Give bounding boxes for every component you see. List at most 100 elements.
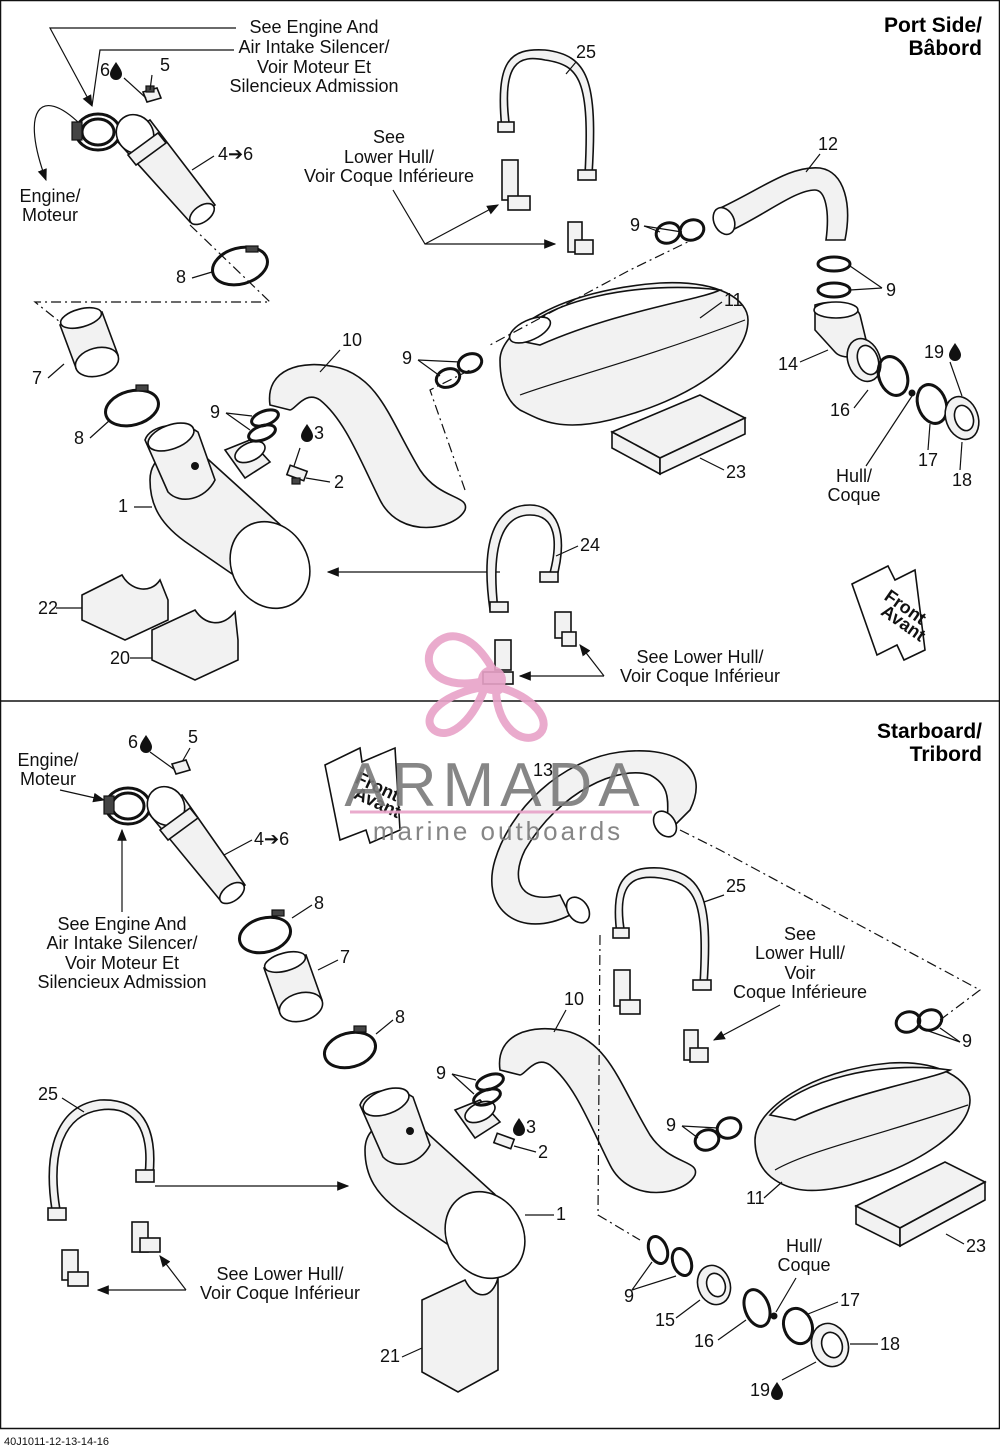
starboard-support-21: [421, 1277, 499, 1393]
port-clamp-9-d: [816, 255, 852, 299]
starboard-hose-10: [498, 1028, 697, 1194]
starboard-clamp-9-a: [472, 1072, 505, 1107]
starboard-muffler-1: [359, 1087, 526, 1280]
svg-text:Air Intake Silencer/: Air Intake Silencer/: [238, 37, 389, 57]
port-pad-23: [610, 394, 747, 476]
starboard-bracket-right-a: [613, 969, 641, 1015]
starboard-title-line1: Starboard/: [877, 720, 982, 743]
svg-text:25: 25: [38, 1084, 58, 1104]
starboard-tube-4: [146, 785, 247, 905]
svg-text:5: 5: [160, 55, 170, 75]
svg-text:25: 25: [576, 42, 596, 62]
svg-text:Coque: Coque: [827, 485, 880, 505]
starboard-see-lower-hull-bottom-callout: See Lower Hull/ Voir Coque Inférieur: [96, 1255, 360, 1303]
svg-text:11: 11: [746, 1188, 765, 1208]
svg-text:6: 6: [128, 732, 138, 752]
port-side-section: Port Side/ Bâbord See Engine And Air Int…: [19, 14, 983, 686]
svg-text:18: 18: [952, 470, 972, 490]
starboard-clamp-9-c: [693, 1116, 743, 1152]
svg-text:8: 8: [176, 267, 186, 287]
svg-text:17: 17: [918, 450, 938, 470]
svg-text:5: 5: [188, 727, 198, 747]
starboard-clamp-9-b: [894, 1008, 944, 1034]
port-fitting-5: [141, 85, 163, 103]
port-see-lower-hull-upper-callout: See Lower Hull/ Voir Coque Inférieure: [304, 127, 557, 249]
starboard-nut-18: [810, 1322, 850, 1368]
svg-text:Voir Moteur Et: Voir Moteur Et: [65, 953, 179, 973]
svg-text:23: 23: [726, 462, 746, 482]
svg-text:Voir Coque Inférieur: Voir Coque Inférieur: [200, 1283, 360, 1303]
svg-text:9: 9: [666, 1115, 676, 1135]
port-title-line1: Port Side/: [884, 14, 982, 37]
svg-text:3: 3: [314, 423, 324, 443]
propeller-logo-icon: [424, 632, 548, 742]
port-clamp-top: [71, 112, 122, 152]
starboard-engine-callout: Engine/ Moteur: [17, 750, 106, 803]
document-code: 40J1011-12-13-14-16: [4, 1436, 109, 1448]
port-bracket-upper-a: [501, 159, 531, 211]
hull-point-icon: [770, 1312, 778, 1320]
svg-text:Voir Coque Inférieure: Voir Coque Inférieure: [304, 166, 474, 186]
svg-text:ARMADA: ARMADA: [344, 751, 645, 820]
starboard-strap-25-right: [612, 867, 712, 991]
svg-text:22: 22: [38, 598, 58, 618]
port-muffler-1: [144, 422, 311, 610]
svg-text:9: 9: [962, 1031, 972, 1051]
svg-text:10: 10: [564, 989, 584, 1009]
svg-text:Moteur: Moteur: [22, 205, 78, 225]
svg-text:12: 12: [818, 134, 838, 154]
port-bracket-lower-b: [554, 611, 577, 647]
svg-text:See Lower Hull/: See Lower Hull/: [216, 1264, 343, 1284]
svg-text:Moteur: Moteur: [20, 769, 76, 789]
starboard-sleeve-7: [262, 950, 324, 1023]
svg-text:8: 8: [395, 1007, 405, 1027]
starboard-bracket-left-a: [131, 1221, 161, 1253]
port-clamp-9-b: [434, 352, 484, 389]
svg-text:1: 1: [118, 496, 128, 516]
svg-text:18: 18: [880, 1334, 900, 1354]
svg-text:Coque Inférieure: Coque Inférieure: [733, 982, 867, 1002]
port-hull-callout: Hull/ Coque: [827, 395, 913, 505]
svg-text:Engine/: Engine/: [17, 750, 78, 770]
starboard-fitting-15: [696, 1264, 732, 1306]
svg-text:8: 8: [314, 893, 324, 913]
svg-text:2: 2: [334, 472, 344, 492]
svg-text:23: 23: [966, 1236, 986, 1256]
part-13-label: 13: [533, 760, 553, 780]
hull-point-icon: [908, 389, 916, 397]
port-gasket-17: [915, 383, 949, 425]
port-hose-10: [268, 363, 467, 529]
starboard-pad-23: [854, 1161, 987, 1248]
port-tube-4: [115, 113, 217, 226]
svg-text:10: 10: [342, 330, 362, 350]
svg-text:19: 19: [750, 1380, 770, 1400]
port-clamp-9-a: [247, 408, 280, 443]
svg-text:7: 7: [340, 947, 350, 967]
svg-text:16: 16: [694, 1331, 714, 1351]
starboard-bracket-left-b: [61, 1249, 89, 1287]
svg-text:Voir Moteur Et: Voir Moteur Et: [257, 57, 371, 77]
starboard-see-engine-callout: See Engine And Air Intake Silencer/ Voir…: [37, 828, 207, 992]
svg-text:11: 11: [724, 290, 743, 310]
svg-text:6: 6: [100, 60, 110, 80]
port-see-engine-callout: See Engine And Air Intake Silencer/ Voir…: [48, 17, 399, 108]
starboard-strap-25-left: [47, 1099, 155, 1221]
svg-text:9: 9: [624, 1286, 634, 1306]
svg-text:Silencieux Admission: Silencieux Admission: [229, 76, 398, 96]
svg-text:Silencieux Admission: Silencieux Admission: [37, 972, 206, 992]
svg-text:Hull/: Hull/: [836, 466, 872, 486]
svg-text:9: 9: [436, 1063, 446, 1083]
starboard-gasket-16: [742, 1288, 772, 1328]
svg-text:25: 25: [726, 876, 746, 896]
port-hose-12: [712, 167, 849, 241]
svg-text:marine outboards: marine outboards: [373, 816, 623, 846]
svg-text:19: 19: [924, 342, 944, 362]
svg-text:See: See: [784, 924, 816, 944]
starboard-bracket-right-b: [683, 1029, 709, 1063]
svg-text:1: 1: [556, 1204, 566, 1224]
svg-text:17: 17: [840, 1290, 860, 1310]
port-sleeve-7: [58, 306, 120, 378]
starboard-hose-13: [491, 750, 697, 925]
port-title-line2: Bâbord: [909, 37, 983, 60]
